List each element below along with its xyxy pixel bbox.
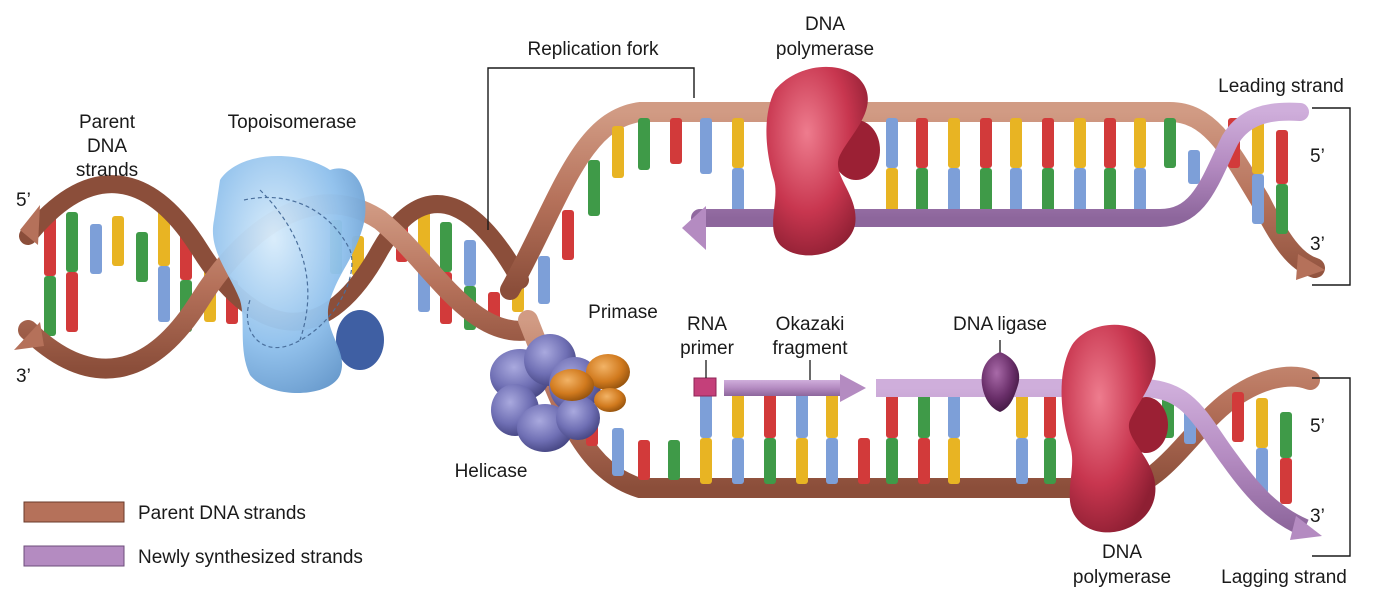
legend: Parent DNA strands Newly synthesized str… xyxy=(23,501,363,568)
leading-fork-parent-strand xyxy=(500,102,1325,300)
label-topoisomerase: Topoisomerase xyxy=(228,112,357,133)
label-parent-dna-strands-line2: DNA xyxy=(87,136,127,157)
legend-label-parent: Parent DNA strands xyxy=(138,503,306,524)
legend-label-new: Newly synthesized strands xyxy=(138,547,363,568)
lagging-new-strand xyxy=(876,379,1322,540)
end-left-3prime: 3’ xyxy=(16,366,31,387)
label-rna-primer-line1: RNA xyxy=(687,314,727,335)
label-leading-strand: Leading strand xyxy=(1218,76,1344,97)
rna-primer xyxy=(693,377,717,397)
label-parent-dna-strands-line3: strands xyxy=(76,160,138,181)
legend-swatch-new xyxy=(23,545,125,567)
label-okazaki-fragment-line2: fragment xyxy=(773,338,849,359)
dna-polymerase-top-enzyme xyxy=(766,66,880,256)
leading-strand-arrowhead xyxy=(682,206,706,250)
label-dna-polymerase-bottom-line2: polymerase xyxy=(1073,567,1171,588)
okazaki-fragment xyxy=(724,374,866,402)
label-primase: Primase xyxy=(588,302,658,323)
end-leading-3prime: 3’ xyxy=(1310,234,1325,255)
label-rna-primer-line2: primer xyxy=(680,338,735,359)
leading-strand-bracket xyxy=(1312,107,1351,286)
end-lagging-5prime: 5’ xyxy=(1310,416,1325,437)
label-dna-polymerase-top-line1: DNA xyxy=(805,14,845,35)
label-dna-polymerase-top-line2: polymerase xyxy=(776,39,874,60)
end-leading-5prime: 5’ xyxy=(1310,146,1325,167)
end-lagging-3prime: 3’ xyxy=(1310,506,1325,527)
replication-fork-bracket xyxy=(487,67,695,230)
dna-ligase-enzyme xyxy=(981,340,1020,412)
dna-polymerase-bottom-enzyme xyxy=(1061,324,1168,533)
topoisomerase-enzyme xyxy=(212,156,384,394)
label-lagging-strand: Lagging strand xyxy=(1221,567,1347,588)
label-replication-fork: Replication fork xyxy=(528,39,659,60)
label-dna-ligase: DNA ligase xyxy=(953,314,1047,335)
leading-new-strand xyxy=(682,102,1309,250)
legend-swatch-parent xyxy=(23,501,125,523)
label-parent-dna-strands-line1: Parent xyxy=(79,112,136,133)
label-dna-polymerase-bottom-line1: DNA xyxy=(1102,542,1142,563)
end-left-5prime: 5’ xyxy=(16,190,31,211)
lagging-strand-bracket xyxy=(1312,377,1351,557)
label-helicase: Helicase xyxy=(455,461,528,482)
primase-enzyme xyxy=(550,354,630,412)
label-okazaki-fragment-line1: Okazaki xyxy=(776,314,845,335)
